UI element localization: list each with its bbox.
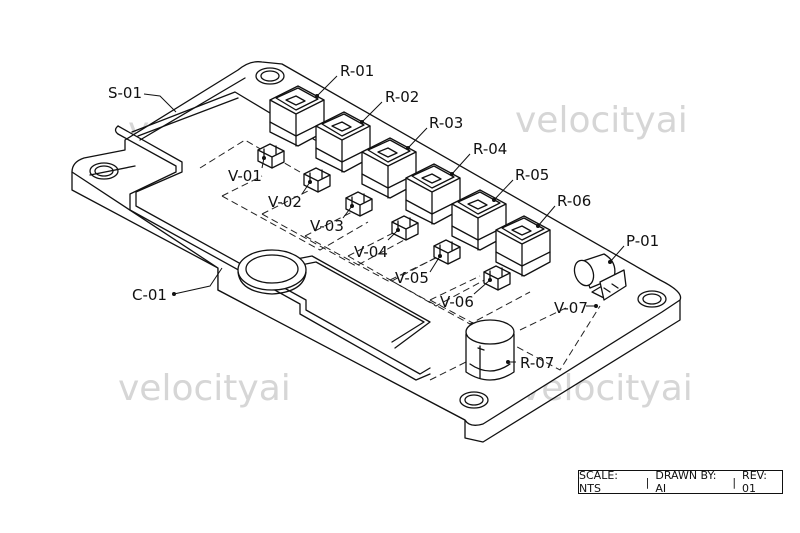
scale-text: SCALE: NTS [579,469,618,495]
drawn-by-text: DRAWN BY: AI [655,469,717,495]
watermark: velocityai [118,368,291,409]
label-v01: V-01 [228,167,262,185]
mixing-chamber-c01 [237,249,307,295]
label-c01: C-01 [132,286,167,304]
valve-v05 [433,239,461,265]
label-r05: R-05 [515,166,549,184]
label-v03: V-03 [310,217,344,235]
label-r02: R-02 [385,88,419,106]
leader-lines [143,75,625,364]
valve-v02 [303,167,331,193]
valve-v03 [345,191,373,217]
valve-v01 [257,143,285,169]
component-labels: S-01 R-01 R-02 R-03 R-04 R-05 R-06 P-01 … [108,62,659,372]
separator: | [732,475,737,489]
label-r01: R-01 [340,62,374,80]
valve-v04 [391,215,419,241]
reservoir-r06 [495,215,551,277]
label-p01: P-01 [626,232,659,250]
revision-text: REV: 01 [742,469,767,495]
label-v05: V-05 [395,269,429,287]
separator: | [645,475,650,489]
label-r03: R-03 [429,114,463,132]
reservoir-r07 [465,319,515,381]
label-v06: V-06 [440,293,474,311]
watermark: velocityai [515,100,688,141]
mounting-holes [89,67,667,409]
label-v04: V-04 [354,243,388,261]
title-block: SCALE: NTS | DRAWN BY: AI | REV: 01 [578,469,783,495]
label-s01: S-01 [108,84,142,102]
label-r07: R-07 [520,354,554,372]
pump-p01 [573,253,627,301]
label-v07: V-07 [554,299,588,317]
label-r06: R-06 [557,192,591,210]
label-v02: V-02 [268,193,302,211]
reservoir-r02 [315,111,371,173]
label-r04: R-04 [473,140,507,158]
